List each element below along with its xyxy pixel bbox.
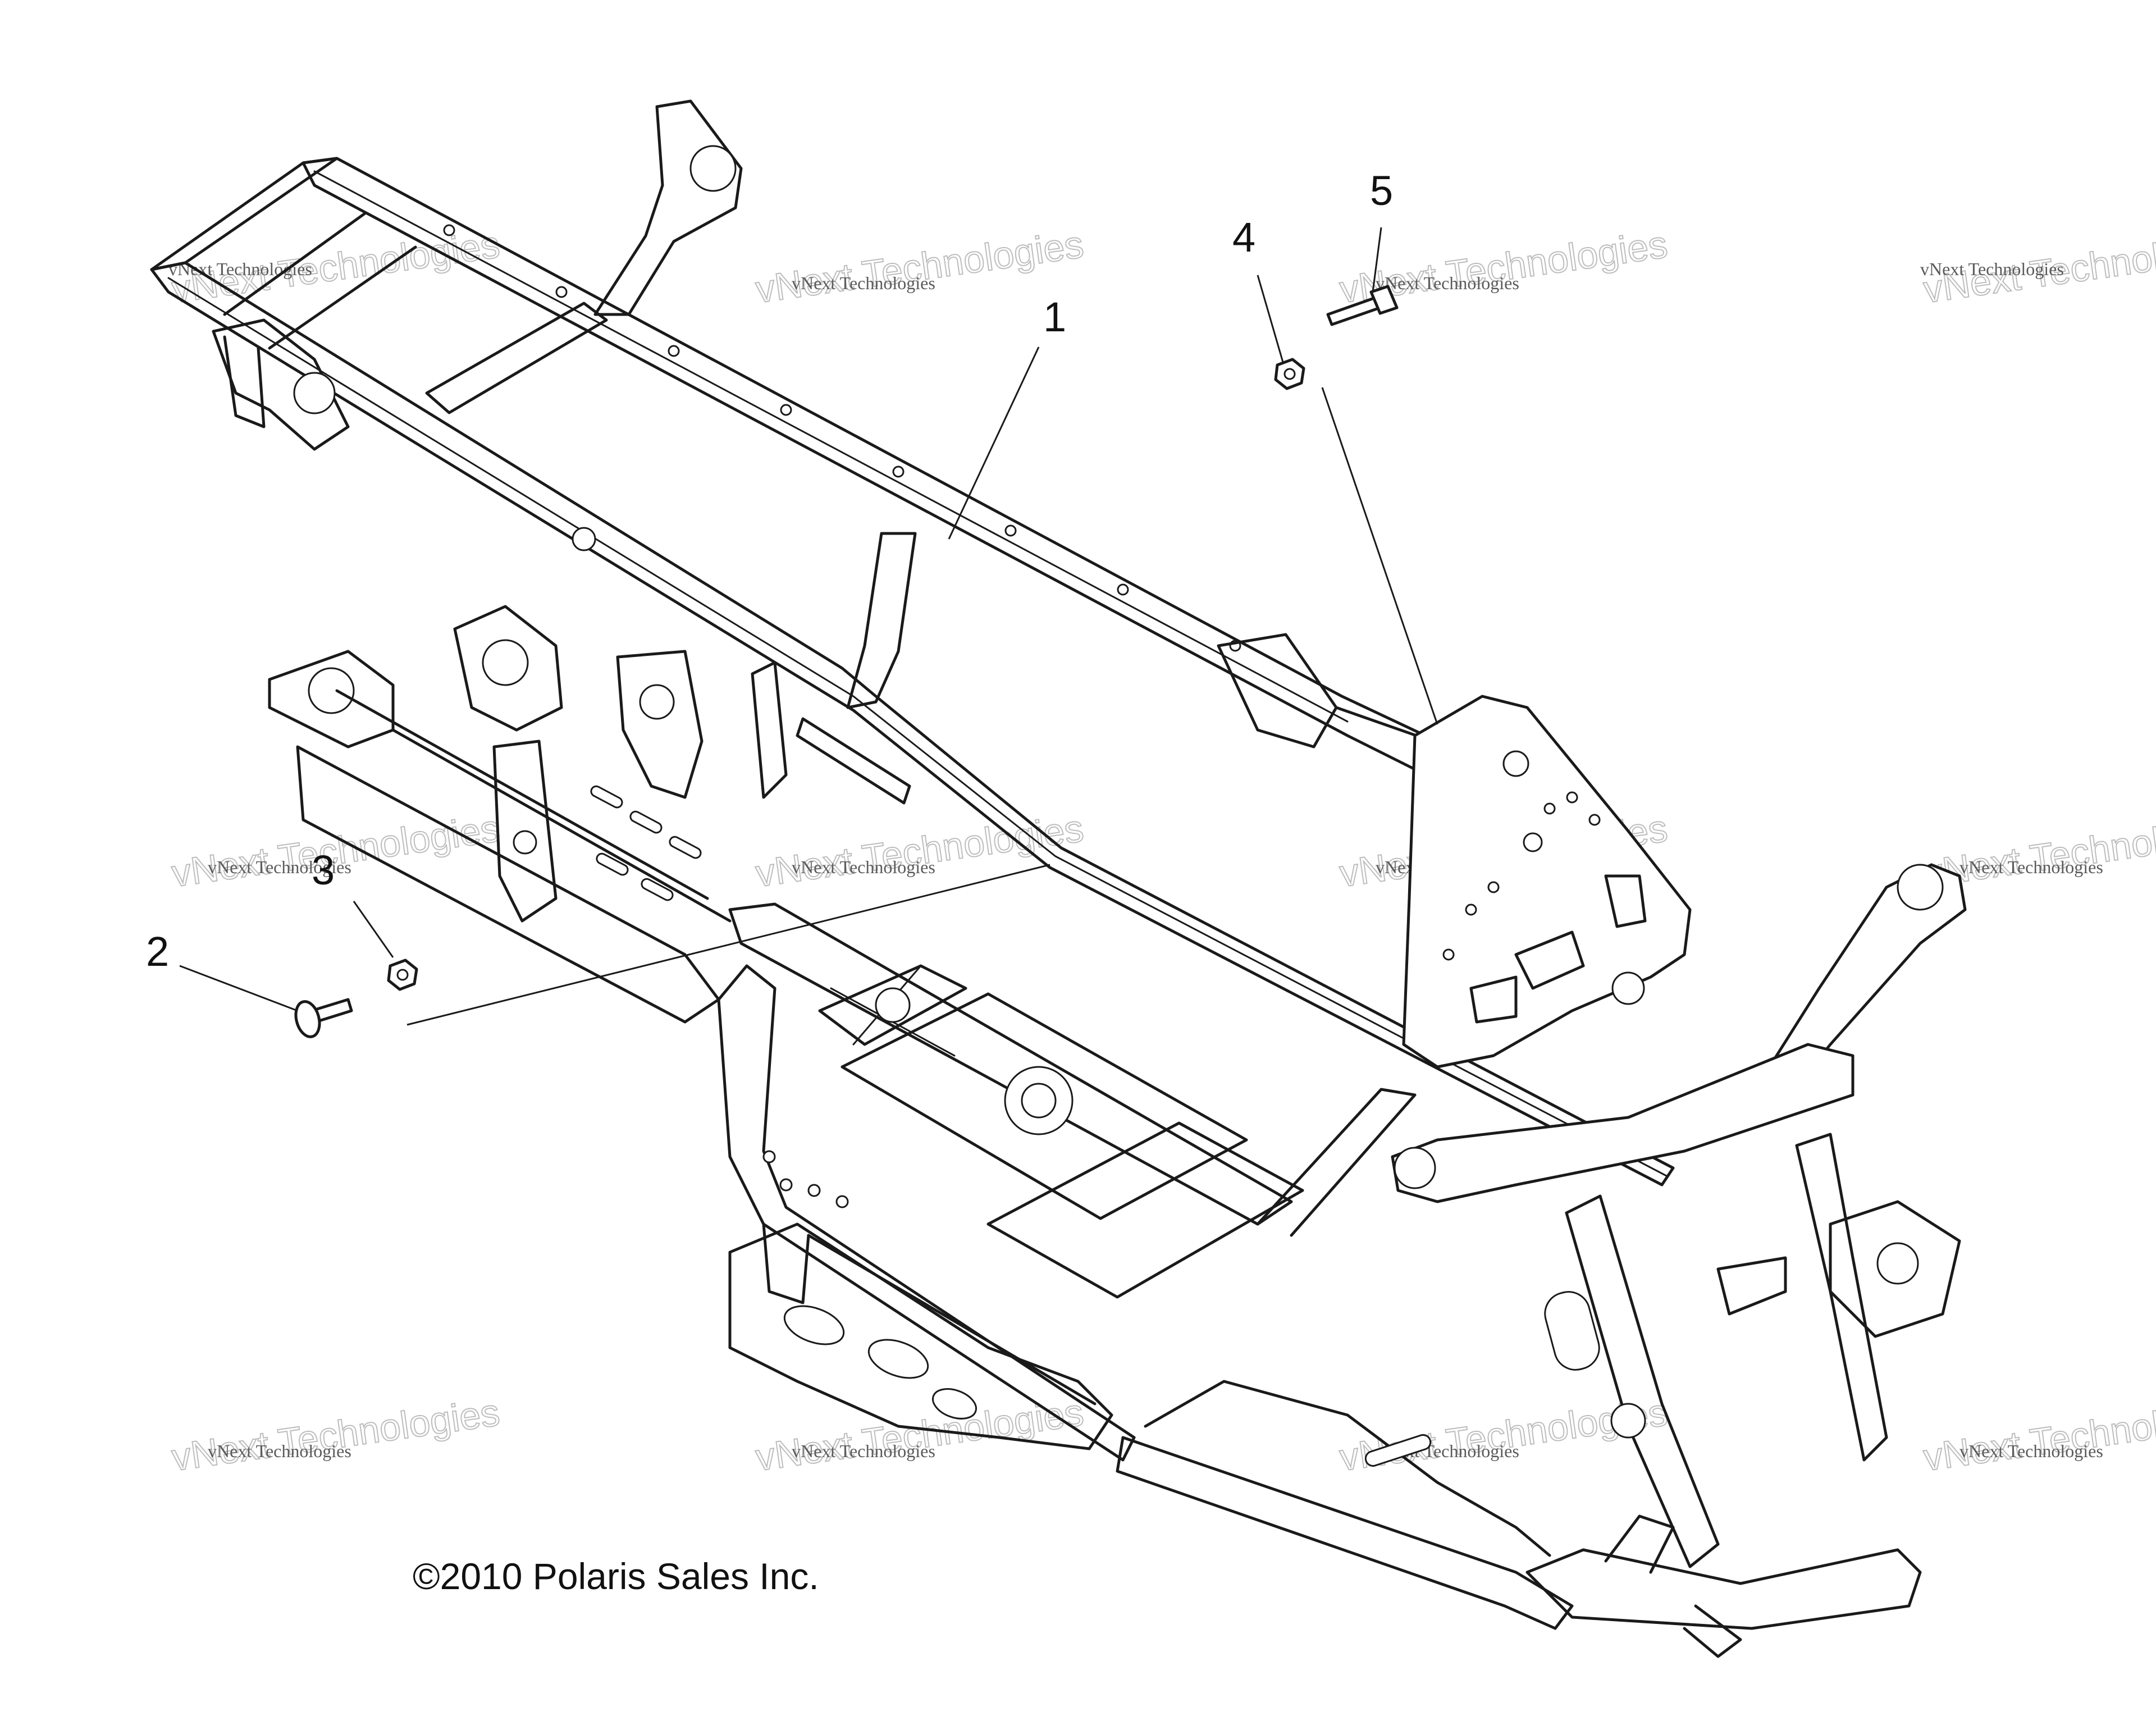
callout-4: 4	[1232, 214, 1255, 261]
leader-line-2	[179, 965, 298, 1012]
rear-lower-frame	[268, 605, 732, 1024]
watermark: vNext Technologies vNext Technologies	[168, 806, 503, 896]
watermark: vNext Technologies vNext Technologies	[752, 222, 1086, 312]
watermark-big-text: vNext Technologies	[1921, 1391, 2156, 1479]
watermark-small-text: vNext Technologies	[1959, 1441, 2103, 1461]
bolt-icon	[294, 998, 353, 1038]
leader-line-1	[948, 346, 1040, 540]
callout-3: 3	[312, 847, 335, 893]
nut-icon	[387, 959, 418, 991]
watermark-big-text: vNext Technologies	[753, 807, 1086, 895]
nut-icon	[1274, 358, 1305, 390]
watermark-small-text: vNext Technologies	[1959, 857, 2103, 877]
watermark-big-text: vNext Technologies	[753, 223, 1086, 311]
fasteners	[294, 285, 1399, 1038]
watermark-small-text: vNext Technologies	[792, 857, 935, 877]
callout-5: 5	[1370, 167, 1393, 214]
watermark-small-text: vNext Technologies	[168, 259, 312, 279]
watermark: vNext Technologies vNext Technologies	[1920, 222, 2156, 312]
watermark: vNext Technologies vNext Technologies	[1920, 1390, 2156, 1480]
watermark-big-text: vNext Technologies	[169, 807, 502, 895]
callout-1: 1	[1043, 294, 1066, 340]
watermark: vNext Technologies vNext Technologies	[168, 1390, 503, 1480]
watermark-small-text: vNext Technologies	[1920, 259, 2064, 279]
copyright-text: ©2010 Polaris Sales Inc.	[413, 1555, 819, 1597]
leader-line-4	[1257, 275, 1284, 363]
bolt-icon	[1326, 285, 1399, 326]
watermark: vNext Technologies vNext Technologies	[752, 806, 1086, 896]
front-tower	[1391, 695, 1967, 1658]
leader-line-45	[1321, 387, 1438, 725]
watermark-small-text: vNext Technologies	[1376, 273, 1519, 293]
leader-lines	[179, 227, 1438, 1026]
watermark-small-text: vNext Technologies	[208, 1441, 351, 1461]
callout-2: 2	[146, 928, 169, 975]
callout-labels: 1 2 3 4 5	[146, 167, 1393, 975]
leader-line-3	[353, 901, 394, 958]
watermark-small-text: vNext Technologies	[792, 273, 935, 293]
watermark-big-text: vNext Technologies	[169, 1391, 502, 1479]
leader-line-5	[1372, 227, 1382, 293]
main-floor-frame	[717, 902, 1574, 1630]
watermark-small-text: vNext Technologies	[208, 857, 351, 877]
watermark-small-text: vNext Technologies	[792, 1441, 935, 1461]
leader-line-23	[406, 864, 1050, 1026]
